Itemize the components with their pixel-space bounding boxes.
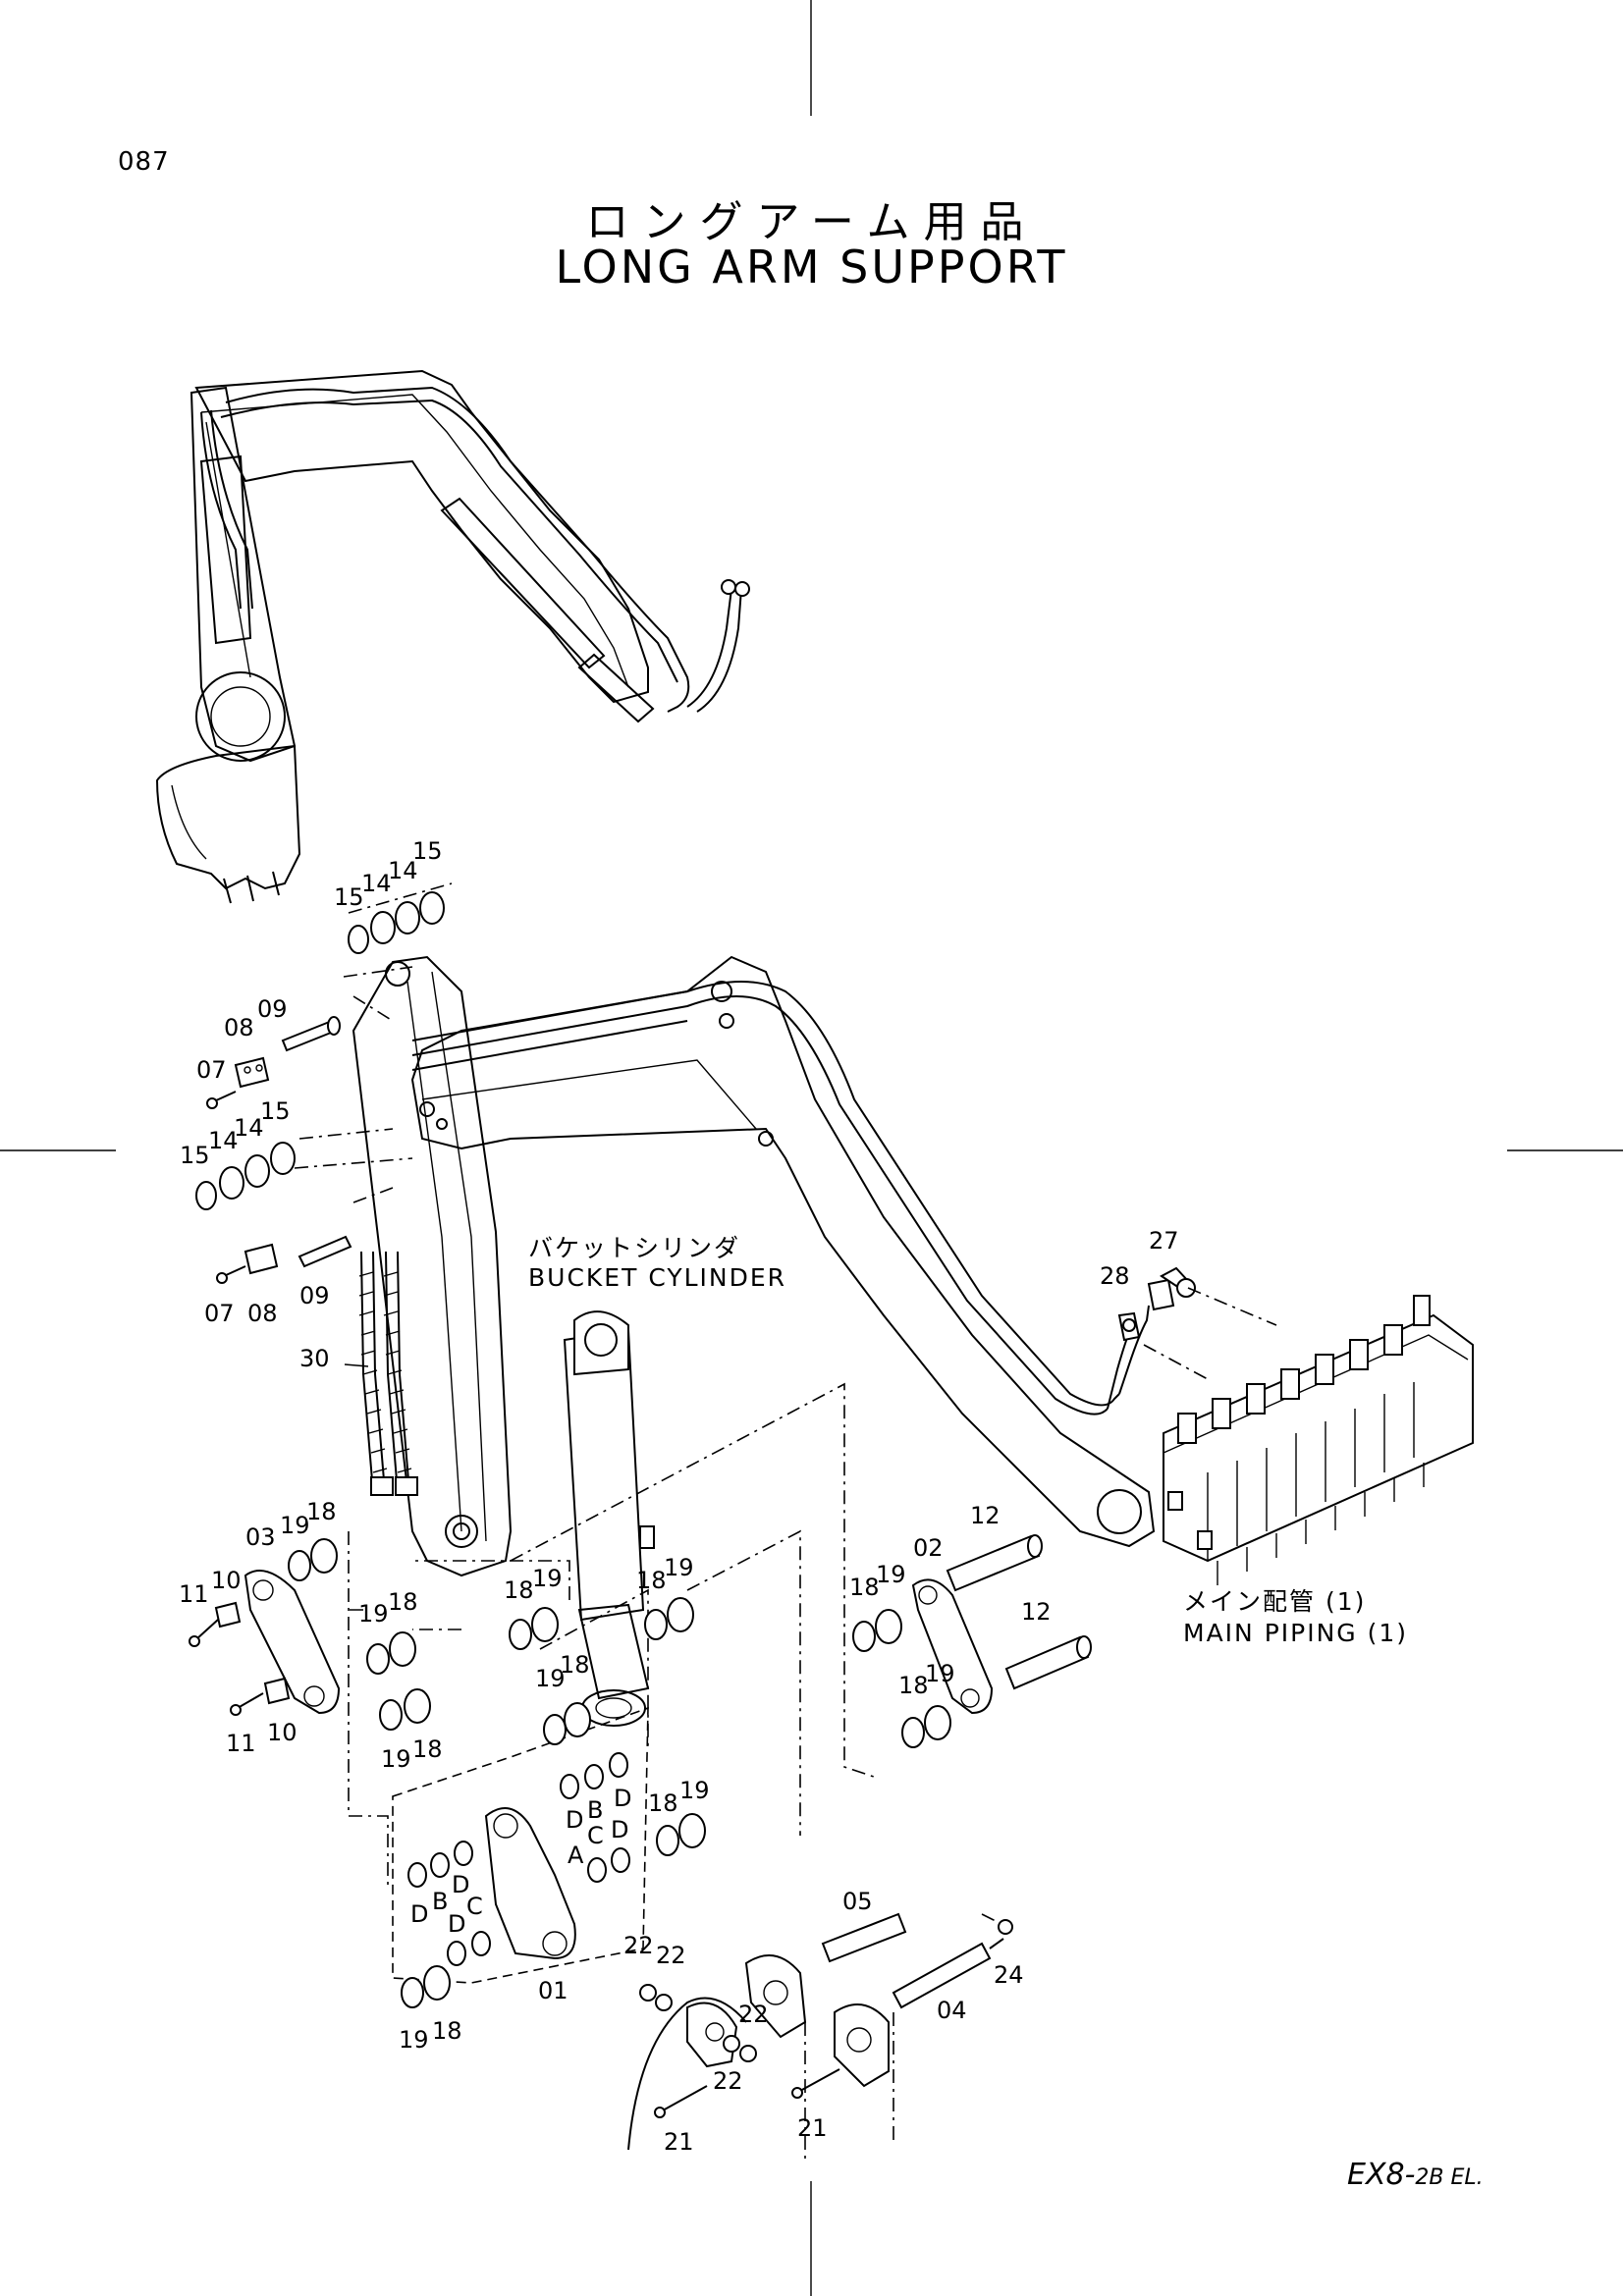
label-22: 22 <box>623 1932 654 1959</box>
label-21: 21 <box>797 2114 828 2142</box>
long-arm-assembly <box>352 955 1196 1577</box>
hose-pair-30 <box>358 1251 418 1496</box>
label-19: 19 <box>664 1554 694 1581</box>
label-12: 12 <box>970 1502 1001 1529</box>
label-D: D <box>566 1806 583 1834</box>
control-valve-block <box>1163 1295 1474 1585</box>
label-C: C <box>466 1893 483 1920</box>
label-A: A <box>568 1842 584 1869</box>
label-15: 15 <box>412 837 443 865</box>
label-04: 04 <box>937 1997 967 2024</box>
dashed-leader-lines <box>294 882 1277 2160</box>
label-09: 09 <box>299 1282 330 1309</box>
label-18: 18 <box>636 1567 667 1594</box>
label-11: 11 <box>226 1730 256 1757</box>
label-19: 19 <box>925 1660 955 1687</box>
label-14: 14 <box>234 1114 264 1142</box>
label-01: 01 <box>538 1977 568 2004</box>
callout-texts: バケットシリンダ BUCKET CYLINDER メイン配管 (1) MAIN … <box>528 1234 1408 1647</box>
bucket-cylinder-label-jp: バケットシリンダ <box>528 1234 740 1262</box>
label-D: D <box>452 1871 469 1898</box>
label-19: 19 <box>280 1512 310 1539</box>
model-code-main: EX8- <box>1347 2158 1416 2192</box>
label-D: D <box>611 1816 628 1843</box>
label-02: 02 <box>913 1534 944 1562</box>
label-D: D <box>448 1910 465 1938</box>
label-08: 08 <box>247 1300 278 1327</box>
label-08: 08 <box>224 1014 254 1041</box>
label-22: 22 <box>656 1942 686 1969</box>
label-15: 15 <box>334 883 364 911</box>
label-18: 18 <box>412 1735 443 1763</box>
excavator-overview-illustration <box>155 369 750 904</box>
model-code-suffix: 2B EL. <box>1415 2165 1484 2190</box>
label-19: 19 <box>399 2026 429 2054</box>
label-D: D <box>614 1785 631 1812</box>
label-27: 27 <box>1149 1227 1179 1255</box>
label-18: 18 <box>898 1672 929 1699</box>
label-11: 11 <box>179 1580 209 1608</box>
label-05: 05 <box>842 1888 873 1915</box>
label-19: 19 <box>381 1745 411 1773</box>
pins-and-washers <box>189 891 1092 2151</box>
main-piping-label-en: MAIN PIPING (1) <box>1183 1619 1408 1647</box>
label-30: 30 <box>299 1345 330 1372</box>
page-title-jp: ロングアーム用品 <box>585 197 1038 247</box>
label-09: 09 <box>257 995 288 1023</box>
label-14: 14 <box>361 870 392 897</box>
label-C: C <box>587 1822 604 1849</box>
label-15: 15 <box>260 1097 291 1125</box>
main-piping-label-jp: メイン配管 (1) <box>1183 1587 1366 1616</box>
label-19: 19 <box>358 1600 389 1628</box>
label-15: 15 <box>180 1142 210 1169</box>
label-12: 12 <box>1021 1598 1052 1626</box>
part-number-labels: 15 14 14 15 08 09 07 15 14 14 15 07 08 0… <box>179 837 1179 2156</box>
label-18: 18 <box>504 1576 534 1604</box>
label-18: 18 <box>560 1651 590 1679</box>
label-B: B <box>432 1888 448 1915</box>
label-22: 22 <box>713 2067 743 2095</box>
page-title-en: LONG ARM SUPPORT <box>555 240 1068 294</box>
label-03: 03 <box>245 1523 276 1551</box>
label-28: 28 <box>1100 1262 1130 1290</box>
label-19: 19 <box>876 1561 906 1588</box>
label-22: 22 <box>738 2001 769 2028</box>
label-B: B <box>587 1796 603 1824</box>
label-14: 14 <box>208 1127 239 1154</box>
label-18: 18 <box>306 1498 337 1525</box>
label-10: 10 <box>267 1719 298 1746</box>
label-07: 07 <box>196 1056 227 1084</box>
label-18: 18 <box>648 1789 678 1817</box>
label-D: D <box>410 1900 428 1928</box>
label-19: 19 <box>535 1665 566 1692</box>
model-code: EX8-2B EL. <box>1347 2158 1484 2192</box>
label-21: 21 <box>664 2128 694 2156</box>
label-18: 18 <box>388 1588 418 1616</box>
label-19: 19 <box>679 1777 710 1804</box>
bucket-cylinder <box>563 1310 655 1727</box>
label-24: 24 <box>994 1961 1024 1989</box>
label-07: 07 <box>204 1300 235 1327</box>
label-19: 19 <box>532 1565 563 1592</box>
label-18: 18 <box>849 1574 880 1601</box>
page-number: 087 <box>118 147 170 177</box>
label-18: 18 <box>432 2017 462 2045</box>
label-14: 14 <box>388 857 418 884</box>
bucket-cylinder-label-en: BUCKET CYLINDER <box>528 1263 786 1292</box>
label-10: 10 <box>211 1567 242 1594</box>
